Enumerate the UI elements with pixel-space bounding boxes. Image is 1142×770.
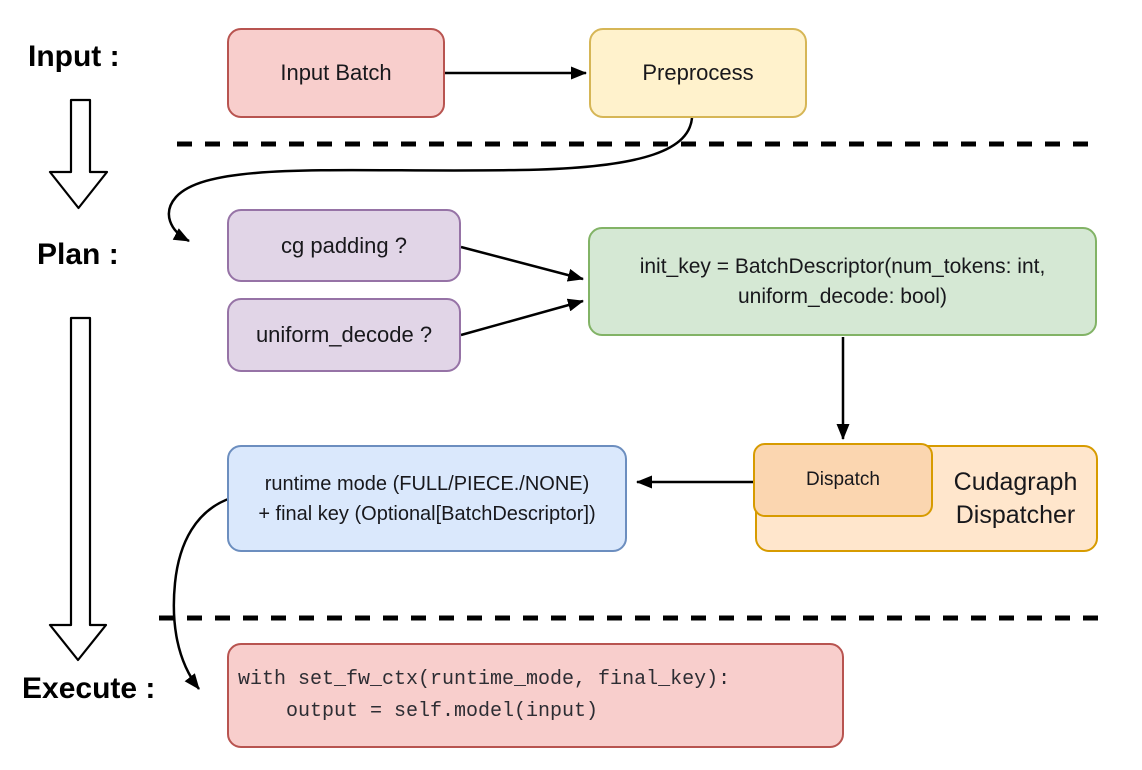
- section-label-plan: Plan :: [37, 238, 119, 271]
- arrow-runtime-to-executecode: [172, 496, 232, 690]
- section-label-execute: Execute :: [22, 672, 156, 705]
- preprocess-node: Preprocess: [589, 28, 807, 118]
- execute-code-node: with set_fw_ctx(runtime_mode, final_key)…: [227, 643, 844, 748]
- section-label-input: Input :: [28, 40, 120, 73]
- runtime-mode-node: runtime mode (FULL/PIECE./NONE) + final …: [227, 445, 627, 552]
- uniform-decode-node: uniform_decode ?: [227, 298, 461, 372]
- cg-padding-node: cg padding ?: [227, 209, 461, 282]
- input-batch-node: Input Batch: [227, 28, 445, 118]
- arrow-cgpadding-to-initkey: [460, 245, 584, 282]
- arrow-uniformdecode-to-initkey: [460, 298, 584, 337]
- init-key-node: init_key = BatchDescriptor(num_tokens: i…: [588, 227, 1097, 336]
- dispatch-node: Dispatch: [753, 443, 933, 517]
- big-arrow-input-to-plan: [48, 98, 109, 210]
- big-arrow-plan-to-execute: [48, 316, 108, 662]
- cudagraph-dispatcher-label: Cudagraph Dispatcher: [953, 467, 1078, 529]
